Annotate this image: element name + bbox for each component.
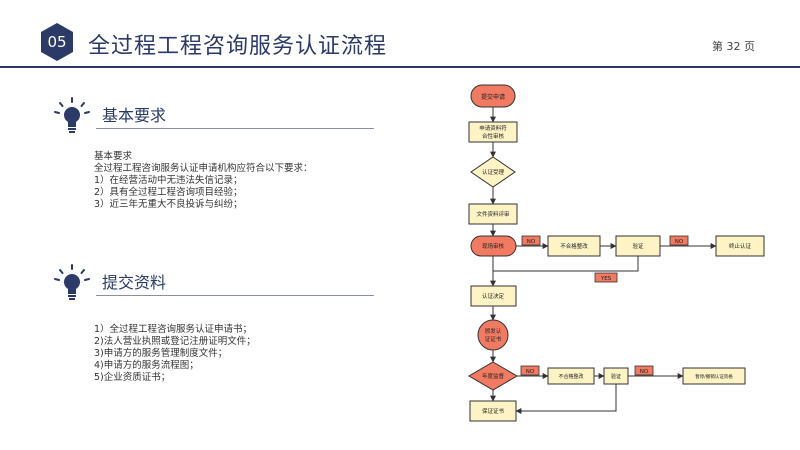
branch-label-no — [520, 365, 540, 376]
node-label: 提交申请 — [481, 93, 505, 101]
node-label: 现场审核 — [482, 242, 505, 250]
section-number-badge: 05 — [40, 22, 74, 62]
lightbulb-icon — [54, 97, 90, 133]
basic-requirements-text: 基本要求 全过程工程咨询服务认证申请机构应符合以下要求： 1）在经营活动中无违法… — [94, 151, 313, 211]
node-label: 暂停/撤销认证资格 — [695, 373, 733, 380]
text-line: 5)企业资质证书； — [94, 372, 171, 383]
node-label: 不合格整改 — [558, 373, 583, 380]
text-line: 2)法人营业执照或登记注册证明文件； — [94, 336, 256, 347]
node-label: 年度监督 — [482, 372, 505, 380]
text-line: 2）具有全过程工程咨询项目经验； — [94, 187, 243, 198]
flow-connectors — [490, 107, 717, 414]
branch-label-text: NO — [527, 239, 536, 245]
node-annual-supervision — [468, 361, 518, 391]
node-rectification — [547, 235, 601, 257]
node-compliance-review — [468, 121, 518, 143]
node-label: 文件资料评审 — [476, 210, 510, 218]
certification-flowchart: 提交申请 申请资料符 合性审核 认证受理 文件资料评审 现场审核 不合格整改 验… — [468, 84, 765, 422]
node-label: 申请资料符 — [479, 124, 507, 132]
node-maintain-certificate — [469, 400, 517, 422]
node-label: 合性审核 — [482, 132, 505, 140]
node-label: 认证决定 — [482, 292, 505, 300]
header-divider — [0, 66, 800, 68]
lightbulb-icon — [54, 264, 90, 300]
node-verification — [615, 235, 661, 257]
node-label: 保证证书 — [482, 407, 505, 415]
submit-materials-text: 1）全过程工程咨询服务认证申请书； 2)法人营业执照或登记注册证明文件； 3)申… — [94, 324, 256, 384]
section-underline — [96, 295, 374, 296]
node-acceptance-decision — [470, 156, 516, 188]
node-label: 终止认证 — [729, 242, 752, 250]
node-label: 证证书 — [485, 335, 502, 343]
text-line: 3）近三年无重大不良投诉与纠纷； — [94, 199, 243, 210]
node-terminate-certification — [715, 235, 765, 257]
node-submit-application — [470, 84, 516, 108]
branch-label-no — [669, 235, 689, 246]
text-line: 1）在经营活动中无违法失信记录； — [94, 175, 243, 186]
node-label: 验证 — [611, 373, 621, 380]
section-underline — [96, 128, 374, 129]
branch-label-no — [634, 365, 654, 376]
text-line: 基本要求 — [94, 151, 133, 162]
hexagon-icon — [41, 23, 73, 61]
section-heading: 提交资料 — [102, 273, 167, 292]
page-number: 第 32 页 — [712, 40, 755, 53]
branch-label-text: NO — [640, 369, 649, 375]
branch-label-text: NO — [675, 239, 684, 245]
branch-label-yes — [594, 272, 618, 283]
node-onsite-audit — [470, 235, 517, 257]
node-label: 验证 — [632, 242, 644, 250]
node-suspend-revoke — [682, 367, 746, 385]
section-number: 05 — [47, 33, 67, 51]
node-label: 不合格整改 — [560, 242, 588, 250]
text-line: 4)申请方的服务流程图； — [94, 360, 199, 371]
node-certification-decision — [470, 285, 517, 307]
branch-label-text: YES — [600, 276, 612, 282]
node-label: 颁发认 — [485, 327, 502, 335]
section-heading: 基本要求 — [102, 106, 167, 125]
node-document-review — [468, 203, 518, 225]
text-line: 1）全过程工程咨询服务认证申请书； — [94, 324, 253, 335]
page-title: 全过程工程咨询服务认证流程 — [88, 34, 388, 59]
branch-label-no — [521, 235, 541, 246]
text-line: 全过程工程咨询服务认证申请机构应符合以下要求： — [94, 163, 313, 174]
text-line: 3)申请方的服务管理制度文件； — [94, 348, 228, 359]
node-rectification-2 — [547, 367, 595, 385]
node-issue-certificate — [477, 319, 509, 351]
node-verification-2 — [603, 367, 629, 385]
branch-label-text: NO — [526, 369, 535, 375]
node-label: 认证受理 — [482, 168, 505, 176]
